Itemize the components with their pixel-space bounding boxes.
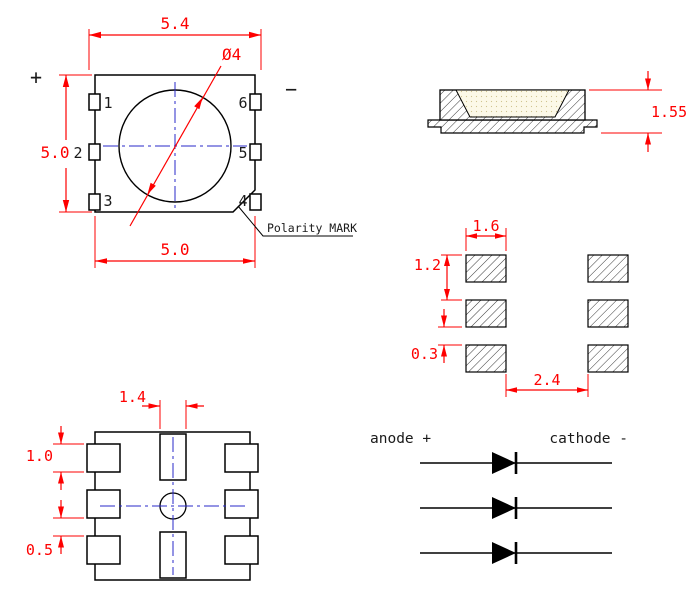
diode-triangle	[492, 452, 516, 474]
dim-pad-gap-label: 0.3	[411, 345, 438, 363]
bottom-pad	[224, 535, 259, 565]
lead-pin1	[88, 93, 101, 111]
dim-left-height-label: 5.0	[41, 143, 70, 162]
polarity-mark-label: Polarity MARK	[267, 221, 357, 235]
dim-top-width-label: 5.4	[161, 14, 190, 33]
dimension-arrow	[58, 536, 64, 548]
dimension-arrow	[495, 233, 506, 239]
circuit-diagram: anode + cathode -	[370, 431, 628, 564]
dim-pad-gap-label: 0.5	[26, 541, 53, 559]
dimension-arrow	[645, 133, 651, 145]
base-slab-cross-section	[427, 119, 598, 134]
anode-plus-sign: +	[30, 65, 42, 89]
pad-layout-view: 1.6 1.2 0.3 2.4	[411, 217, 629, 397]
anode-label: anode +	[370, 431, 431, 447]
lead-pin5	[249, 143, 262, 161]
bottom-pad	[86, 489, 121, 519]
side-view: 1.55	[427, 71, 687, 152]
solder-pad	[587, 299, 629, 328]
solder-pad	[465, 254, 507, 283]
dimension-arrow	[186, 403, 198, 409]
diameter-leader-line	[129, 65, 222, 227]
pin-3-label: 3	[103, 192, 112, 210]
dimension-arrow	[444, 289, 450, 300]
pin-5-label: 5	[238, 144, 247, 162]
bottom-view: 1.4 1.0 0.5	[26, 388, 259, 581]
dimension-arrow	[95, 258, 107, 264]
dim-pad-height-label: 1.2	[414, 256, 441, 274]
dimension-arrow	[645, 78, 651, 90]
cathode-label: cathode -	[549, 431, 628, 447]
polarity-mark-leader	[237, 205, 353, 237]
dimension-arrow	[58, 472, 64, 484]
solder-pad	[587, 254, 629, 283]
dim-side-pad-height-label: 1.0	[26, 447, 53, 465]
lead-pin6	[249, 93, 262, 111]
pin-2-label: 2	[73, 144, 82, 162]
pin-1-label: 1	[103, 94, 112, 112]
dimension-arrow	[194, 97, 203, 110]
pin-6-label: 6	[238, 94, 247, 112]
bottom-pad	[224, 443, 259, 473]
dimension-arrow	[89, 31, 101, 39]
lead-pin2	[88, 143, 101, 161]
dimension-arrow	[441, 345, 447, 357]
dimension-arrow	[243, 258, 255, 264]
dimension-arrow	[147, 182, 156, 195]
bottom-pad	[86, 535, 121, 565]
dimension-arrow	[577, 387, 588, 393]
solder-pad	[465, 344, 507, 373]
diode-triangle	[492, 497, 516, 519]
top-view: Ø4 5.4 5.0 5.0 1 2 3 4 5 6 + − Polari	[30, 14, 357, 268]
lead-pin4	[249, 193, 262, 211]
dim-bottom-width-label: 5.0	[161, 240, 190, 259]
solder-pad	[587, 344, 629, 373]
dimension-arrow	[466, 233, 477, 239]
dim-lens-diameter-label: Ø4	[222, 45, 241, 64]
dimension-arrow	[249, 31, 261, 39]
bottom-pad	[224, 489, 259, 519]
bottom-pad	[86, 443, 121, 473]
dimension-arrow	[62, 75, 70, 87]
phosphor-cup-area	[455, 89, 570, 118]
dimension-arrow	[148, 403, 160, 409]
dimension-arrow	[441, 315, 447, 327]
dim-pad-width-label: 1.6	[472, 217, 499, 235]
dimension-arrow	[58, 432, 64, 444]
dimension-arrow	[62, 200, 70, 212]
dim-center-pad-width-label: 1.4	[119, 388, 146, 406]
dimension-arrow	[506, 387, 517, 393]
solder-pad	[465, 299, 507, 328]
cathode-minus-sign: −	[285, 77, 297, 101]
pin-4-label: 4	[238, 192, 247, 210]
dim-overall-height-label: 1.55	[651, 103, 687, 121]
diode-triangle	[492, 542, 516, 564]
dim-column-gap-label: 2.4	[533, 371, 560, 389]
dimension-arrow	[444, 255, 450, 266]
lead-pin3	[88, 193, 101, 211]
dimension-arrow	[58, 506, 64, 518]
